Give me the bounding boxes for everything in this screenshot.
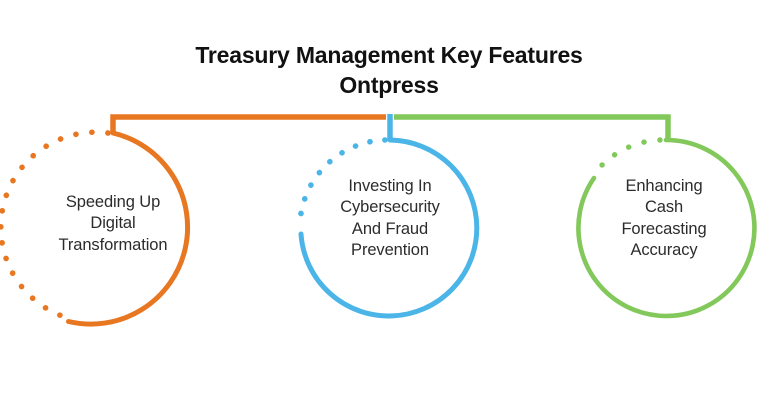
page-title: Treasury Management Key Features Ontpres… (0, 40, 778, 101)
title-line-1: Treasury Management Key Features (195, 42, 583, 68)
node-label-line: Accuracy (630, 241, 698, 260)
node-circle-blue-solid (298, 137, 480, 319)
connector-orange (110, 114, 386, 134)
node-label-line: Cash (644, 198, 684, 217)
node-label-line: Speeding Up (65, 193, 161, 211)
node-label-line: Enhancing (625, 177, 703, 195)
node-label-speeding-up-digital-transformation: Speeding Up Digital Transformation (18, 192, 208, 256)
node-label-line: Forecasting (621, 219, 707, 238)
node-label-line: Digital (90, 214, 136, 233)
node-circle-green-dotted (598, 137, 663, 169)
node-label-enhancing-cash-forecasting-accuracy: Enhancing Cash Forecasting Accuracy (583, 176, 745, 262)
node-circle-blue-dotted (297, 137, 388, 225)
node-label-investing-in-cybersecurity-and-fraud-prevention: Investing In Cybersecurity And Fraud Pre… (308, 176, 472, 262)
node-label-line: Prevention (351, 241, 429, 260)
node-label-line: Cybersecurity (340, 198, 440, 217)
connector-green (394, 114, 671, 140)
node-circle-orange-solid (66, 130, 191, 327)
node-label-line: And Fraud (351, 219, 429, 238)
node-circle-green-solid (576, 137, 757, 319)
title-line-2: Ontpress (339, 72, 439, 99)
node-label-line: Transformation (58, 235, 168, 254)
node-label-line: Investing In (348, 177, 432, 195)
